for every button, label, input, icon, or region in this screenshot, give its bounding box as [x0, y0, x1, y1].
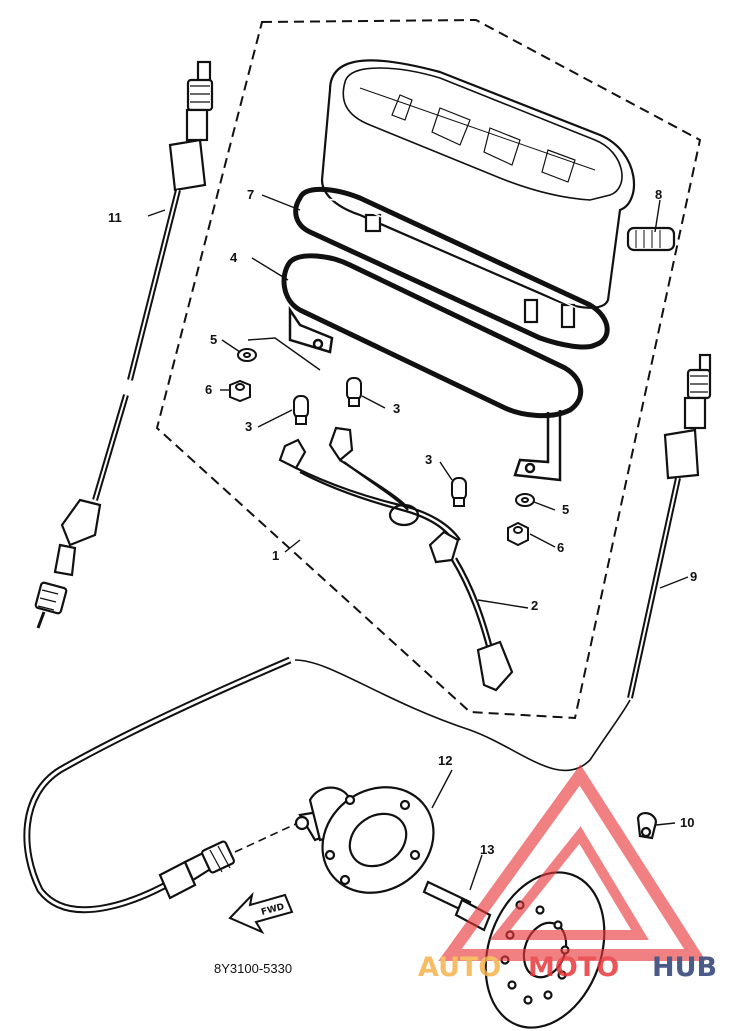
gasket-7 [293, 186, 610, 350]
wire-harness-2 [278, 426, 514, 692]
leader-lines [147, 194, 689, 891]
watermark-hub: HUB [652, 952, 717, 983]
watermark-auto: AUTO [418, 952, 501, 983]
nut-6a [229, 379, 251, 403]
assembly-boundary [155, 18, 702, 720]
callout-5b: 5 [562, 502, 569, 517]
nut-6b [507, 521, 529, 547]
callout-13: 13 [480, 842, 494, 857]
bulb-3c [451, 477, 467, 507]
callout-4: 4 [230, 250, 238, 265]
callout-3b: 3 [393, 401, 400, 416]
fwd-arrow-icon: FWD [228, 891, 294, 935]
bulb-3a [293, 395, 309, 425]
callout-1: 1 [272, 548, 279, 563]
callout-3c: 3 [425, 452, 432, 467]
callout-8: 8 [655, 187, 662, 202]
clip-10 [636, 812, 658, 840]
callout-10: 10 [680, 815, 694, 830]
callout-6b: 6 [557, 540, 564, 555]
cable-9 [627, 353, 712, 699]
gear-unit-12 [294, 786, 435, 894]
bulb-3b [346, 377, 362, 407]
callout-11: 11 [108, 210, 122, 225]
speedometer-cable-loop [23, 656, 292, 914]
watermark-moto: MOTO [528, 952, 619, 983]
cable-11 [34, 60, 214, 629]
callout-5a: 5 [210, 332, 217, 347]
part-code: 8Y3100-5330 [214, 961, 292, 976]
callout-9: 9 [690, 569, 697, 584]
callout-3a: 3 [245, 419, 252, 434]
bracket-4 [281, 253, 584, 482]
callout-6a: 6 [205, 382, 212, 397]
callout-7: 7 [247, 187, 254, 202]
watermark-logo: AUTO MOTO HUB [418, 764, 717, 983]
cable-end-fitting [158, 840, 235, 900]
washer-5a [237, 348, 257, 362]
callout-2: 2 [531, 598, 538, 613]
washer-5b [515, 493, 535, 507]
callout-12: 12 [438, 753, 452, 768]
meter-assembly [320, 59, 676, 329]
cable-route-line [294, 659, 631, 772]
